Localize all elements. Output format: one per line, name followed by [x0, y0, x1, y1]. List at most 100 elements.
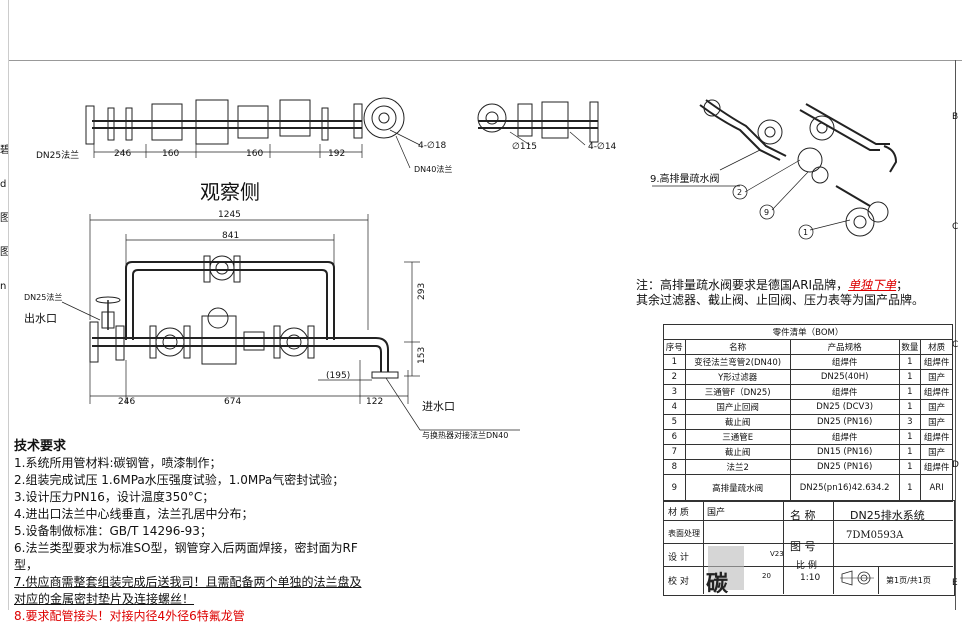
- bom-header: 材质: [920, 339, 953, 355]
- bom-cell: 变径法兰弯管2(DN40): [684, 354, 791, 370]
- bom-cell: 7: [663, 444, 686, 460]
- date-fragment: V23: [770, 550, 784, 558]
- tech-item: 1.系统所用管材料:碳钢管，喷漆制作；: [14, 456, 222, 470]
- side-flange-inner: [485, 111, 499, 125]
- iso-num: 2: [737, 188, 742, 197]
- dim-153: 153: [417, 347, 427, 364]
- front-dn25-label: DN25法兰: [24, 292, 62, 302]
- tech-heading: 技术要求: [14, 439, 67, 454]
- iso-num: 1: [803, 228, 808, 237]
- blurred-signature: [708, 546, 744, 590]
- dim-bottom: 122: [366, 397, 383, 407]
- bom-cell: 三通管F（DN25): [684, 384, 791, 400]
- bom-cell: 组焊件: [920, 429, 953, 445]
- outlet-label: 出水口: [24, 311, 57, 325]
- brand-note: 注：高排量疏水阀要求是德国ARI品牌，单独下单； 其余过滤器、截止阀、止回阀、压…: [636, 278, 924, 308]
- tech-item: 3.设计压力PN16，设计温度350°C；: [14, 490, 215, 504]
- bom-cell: 1: [898, 459, 922, 475]
- scale-value: 1:10: [800, 573, 821, 583]
- dim-293: 293: [417, 283, 427, 300]
- material-value: 国产: [707, 508, 726, 518]
- drawing-no-value: 7DM0593A: [846, 530, 904, 541]
- top-valve: [279, 99, 311, 137]
- side-valve: [541, 101, 569, 139]
- iso-callout-9: 9.高排量疏水阀: [650, 172, 720, 185]
- date-fragment-2: 20: [762, 572, 771, 580]
- bom-header: 序号: [663, 339, 686, 355]
- bom-cell: DN25 (PN16): [789, 414, 900, 430]
- stamp-char: 碳: [706, 572, 729, 597]
- bom-title: 零件清单（BOM）: [663, 324, 953, 340]
- tech-item: 7.供应商需整套组装完成后送我司！且需配备两个单独的法兰盘及: [14, 575, 362, 589]
- tech-item: 2.组装完成试压 1.6MPa水压强度试验，1.0MPa气密封试验；: [14, 473, 345, 487]
- bom-cell: 组焊件: [789, 354, 900, 370]
- note-line-1: 注：高排量疏水阀要求是德国ARI品牌，单独下单；: [636, 278, 909, 292]
- name-value: DN25排水系统: [850, 509, 925, 522]
- top-strainer: [237, 105, 269, 139]
- bom-cell: 2: [663, 369, 686, 385]
- side-flange: [589, 101, 599, 143]
- left-char: n: [0, 281, 7, 292]
- bom-cell: 1: [663, 354, 686, 370]
- grid-letter: D: [952, 460, 959, 470]
- dim-bottom: 674: [224, 397, 241, 407]
- bom-cell: 组焊件: [920, 384, 953, 400]
- left-char: 碧: [0, 145, 8, 156]
- bom-cell: Y形过滤器: [684, 369, 791, 385]
- tech-item: 6.法兰类型要求为标准SO型，钢管穿入后两面焊接，密封面为RF型，: [14, 541, 358, 572]
- top-dim: 192: [328, 149, 345, 159]
- view-title: 观察侧: [200, 180, 260, 204]
- bom-cell: 国产: [920, 369, 953, 385]
- dim-inner: 841: [222, 231, 239, 241]
- bom-cell: 国产: [920, 444, 953, 460]
- note-red-text: 单独下单: [848, 278, 897, 292]
- dim-bottom: 246: [118, 397, 135, 407]
- bom-cell: 1: [898, 474, 922, 502]
- bom-cell: 1: [898, 444, 922, 460]
- scale-label: 比 例: [796, 561, 817, 571]
- top-check-valve: [195, 99, 229, 145]
- side-valve: [517, 103, 533, 137]
- bom-cell: 国产: [920, 399, 953, 415]
- side-dia-label: ∅115: [512, 142, 537, 152]
- projection-symbol-icon: [840, 570, 874, 586]
- bom-cell: 截止阀: [684, 444, 791, 460]
- tech-item-red: 8.要求配管接头！对接内径4外径6特氟龙管: [14, 609, 245, 623]
- bom-cell: 组焊件: [789, 384, 900, 400]
- top-flange: [107, 107, 115, 141]
- bom-cell: ARI: [920, 474, 953, 502]
- bom-cell: 3: [663, 384, 686, 400]
- bom-cell: 组焊件: [920, 459, 953, 475]
- grid-letter: C: [952, 222, 959, 232]
- inlet-flange: [371, 371, 399, 379]
- check-label: 校 对: [668, 577, 689, 587]
- drawing-border-top: [8, 60, 962, 61]
- bom-cell: DN25 (DCV3): [789, 399, 900, 415]
- hx-note: 与换热器对接法兰DN40: [422, 430, 508, 440]
- main-valve: [155, 327, 185, 357]
- iso-steam-trap: [797, 147, 823, 173]
- outlet-flange: [89, 321, 99, 363]
- top-toolbar-strip: [0, 0, 962, 62]
- bom-cell: 国产: [920, 414, 953, 430]
- note-line-2: 其余过滤器、截止阀、止回阀、压力表等为国产品牌。: [636, 293, 925, 307]
- drawing-no-label: 图 号: [790, 540, 816, 553]
- inlet-label: 进水口: [422, 400, 455, 413]
- bom-cell: 8: [663, 459, 686, 475]
- top-flange: [125, 107, 133, 141]
- bom-cell: 组焊件: [789, 429, 900, 445]
- bom-cell: 5: [663, 414, 686, 430]
- left-edge-panel: [0, 0, 9, 610]
- bom-cell: DN25(pn16)42.634.2: [789, 474, 900, 502]
- bom-cell: DN25 (PN16): [789, 459, 900, 475]
- top-dn40-flange: [363, 97, 405, 139]
- top-hole-label: 4-∅18: [418, 141, 447, 151]
- bom-cell: 1: [898, 354, 922, 370]
- bom-header: 数量: [898, 339, 922, 355]
